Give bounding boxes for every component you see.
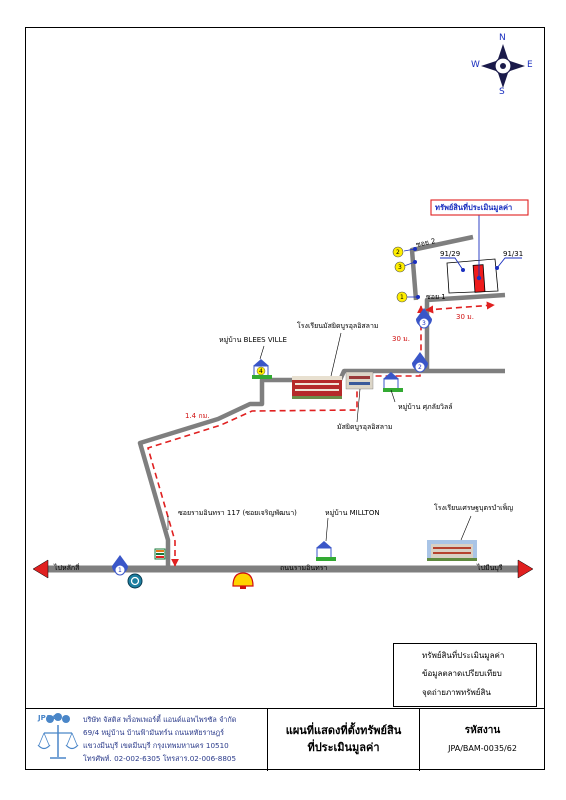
plot-label-left: 91/29: [440, 250, 461, 258]
distance-30m-horizontal: 30 ม.: [456, 313, 474, 321]
photo-number-2: 2: [418, 364, 422, 371]
shell-logo-icon: [232, 572, 254, 589]
map-title-line-1: แผนที่แสดงที่ตั้งทรัพย์สิน: [285, 724, 402, 737]
subject-property: [440, 215, 522, 294]
map-legend: ทรัพย์สินที่ประเมินมูลค่า ข้อมูลตลาดเปรี…: [393, 643, 537, 707]
mosque-icon: [345, 371, 374, 390]
direction-to-laksi: ไปหลักสี่: [54, 564, 80, 572]
gas-station-logo-icon: [127, 573, 143, 589]
company-phone: โทรศัพท์. 02-002-6305 โทรสาร.02-006-8805: [83, 754, 237, 763]
company-name: บริษัท จัสติส พร็อพเพอร์ตี้ แอนด์แอพไพรซ…: [83, 715, 237, 724]
setthabut-school-icon: [427, 540, 477, 561]
photo-number-1: 1: [118, 567, 122, 574]
comparable-number-3: 3: [398, 264, 402, 271]
photo-number-3: 3: [422, 320, 426, 327]
road-label-soi-1: ซอย 1: [426, 293, 446, 301]
road-label-ramintra: ถนนรามอินทรา: [280, 564, 328, 572]
place-label-mosque-school: โรงเรียนมัสยิดบูรอุลอิสลาม: [297, 322, 379, 330]
place-label-blees-ville: หมู่บ้าน BLEES VILLE: [219, 336, 287, 344]
comparable-number-1: 1: [400, 294, 404, 301]
job-code-label: รหัสงาน: [464, 725, 501, 736]
job-code-block: รหัสงาน JPA/BAM-0035/62: [420, 709, 545, 771]
company-address-2: แขวงมีนบุรี เขตมีนบุรี กรุงเทพมหานคร 105…: [83, 741, 229, 750]
direction-to-minburi: ไปมีนบุรี: [477, 564, 503, 572]
compass-east: E: [527, 60, 533, 70]
place-label-sulaiville: หมู่บ้าน ศุภลัยวิลล์: [398, 403, 453, 411]
compass-icon: [481, 44, 525, 88]
plot-label-right: 91/31: [503, 250, 524, 258]
millton-house-icon: [316, 541, 336, 561]
place-label-mosque: มัสยิดบูรอุลอิสลาม: [337, 423, 393, 431]
map-title-block: แผนที่แสดงที่ตั้งทรัพย์สิน ที่ประเมินมูล…: [268, 709, 420, 771]
photo-point-markers: [112, 308, 432, 576]
comparable-markers: [392, 246, 420, 303]
comparable-number-2: 2: [396, 249, 400, 256]
map-title-line-2: ที่ประเมินมูลค่า: [307, 741, 380, 754]
legend-photo-points: จุดถ่ายภาพทรัพย์สิน: [422, 687, 491, 697]
map-frame: [25, 27, 545, 770]
logo-text: JP&A: [38, 714, 58, 722]
compass-west: W: [471, 60, 480, 70]
legend-subject: ทรัพย์สินที่ประเมินมูลค่า: [422, 650, 505, 660]
blees-ville-house-icon: [252, 359, 272, 379]
distance-1-4km: 1.4 กม.: [185, 412, 210, 420]
distance-30m-vertical: 30 ม.: [392, 335, 410, 343]
sulaiville-house-icon: [383, 372, 403, 392]
place-label-millton: หมู่บ้าน MILLTON: [325, 509, 380, 517]
road-label-soi-ramintra-117: ซอยรามอินทรา 117 (ซอยเจริญพัฒนา): [178, 509, 297, 517]
compass-north: N: [499, 33, 506, 43]
seven-eleven-icon: [154, 548, 166, 560]
compass-south: S: [499, 87, 505, 97]
company-block: JP&A บริษัท จัสติส พร็อพเพอร์ตี้ แอนด์แอ…: [25, 709, 268, 771]
subject-callout-box: [430, 199, 529, 216]
legend-comparables: ข้อมูลตลาดเปรียบเทียบ: [422, 668, 502, 678]
company-address-1: 69/4 หมู่บ้าน บ้านฟ้ามันทร์น ถนนหทัยราษฎ…: [83, 728, 224, 737]
place-label-setthabut-school: โรงเรียนเศรษฐบุตรบำเพ็ญ: [434, 504, 514, 512]
company-logo-icon: [37, 713, 79, 759]
job-code-value: JPA/BAM-0035/62: [448, 744, 517, 753]
subject-callout: ทรัพย์สินที่ประเมินมูลค่า: [435, 203, 513, 212]
comparable-number-4: 4: [259, 368, 263, 375]
leader-lines: [167, 332, 472, 542]
mosque-school-icon: [292, 376, 342, 399]
title-block: JP&A บริษัท จัสติส พร็อพเพอร์ตี้ แอนด์แอ…: [25, 708, 545, 771]
